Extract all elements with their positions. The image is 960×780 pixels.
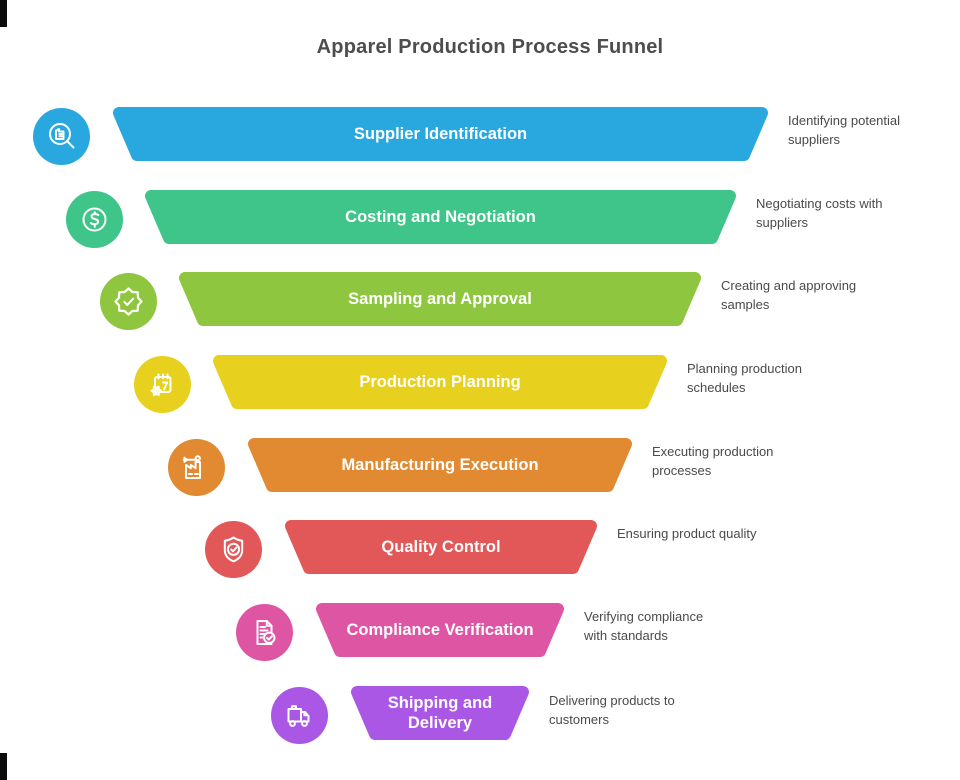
funnel-bar	[351, 686, 529, 740]
stage-description: Verifying compliance with standards	[584, 609, 704, 643]
magnifier-factory-icon	[33, 108, 90, 165]
stage-description: Ensuring product quality	[617, 526, 757, 541]
shield-check-icon	[205, 521, 262, 578]
funnel-bar	[113, 107, 768, 161]
stage-description: Executing production processes	[652, 444, 774, 478]
stage-label: Costing and Negotiation	[345, 208, 536, 226]
screen-edge-artifact-top	[0, 0, 7, 27]
funnel-bar	[285, 520, 597, 574]
stage-description: Delivering products to customers	[549, 693, 675, 727]
truck-icon	[271, 687, 328, 744]
badge-check-icon	[100, 273, 157, 330]
dollar-coin-icon	[66, 191, 123, 248]
factory-arm-icon	[168, 439, 225, 496]
stage-description: Planning production schedules	[687, 361, 802, 395]
stage-label: Compliance Verification	[346, 621, 534, 639]
funnel-bar	[145, 190, 736, 244]
stage-label: Supplier Identification	[353, 125, 528, 143]
stage-description: Creating and approving samples	[721, 278, 857, 312]
stage-description: Identifying potential suppliers	[788, 113, 901, 147]
funnel-bar	[213, 355, 667, 409]
funnel-bar	[248, 438, 632, 492]
stage-label: Production Planning	[359, 373, 521, 391]
screen-edge-artifact-bottom	[0, 753, 7, 780]
stage-label: Shipping and Delivery	[387, 694, 493, 732]
stage-label: Manufacturing Execution	[341, 456, 539, 474]
stage-label: Sampling and Approval	[348, 290, 532, 308]
document-check-icon	[236, 604, 293, 661]
funnel-bar	[179, 272, 701, 326]
page-title: Apparel Production Process Funnel	[316, 36, 664, 58]
calendar-gear-icon	[134, 356, 191, 413]
stage-description: Negotiating costs with suppliers	[756, 196, 883, 230]
funnel-bar	[316, 603, 564, 657]
stage-label: Quality Control	[381, 538, 501, 556]
